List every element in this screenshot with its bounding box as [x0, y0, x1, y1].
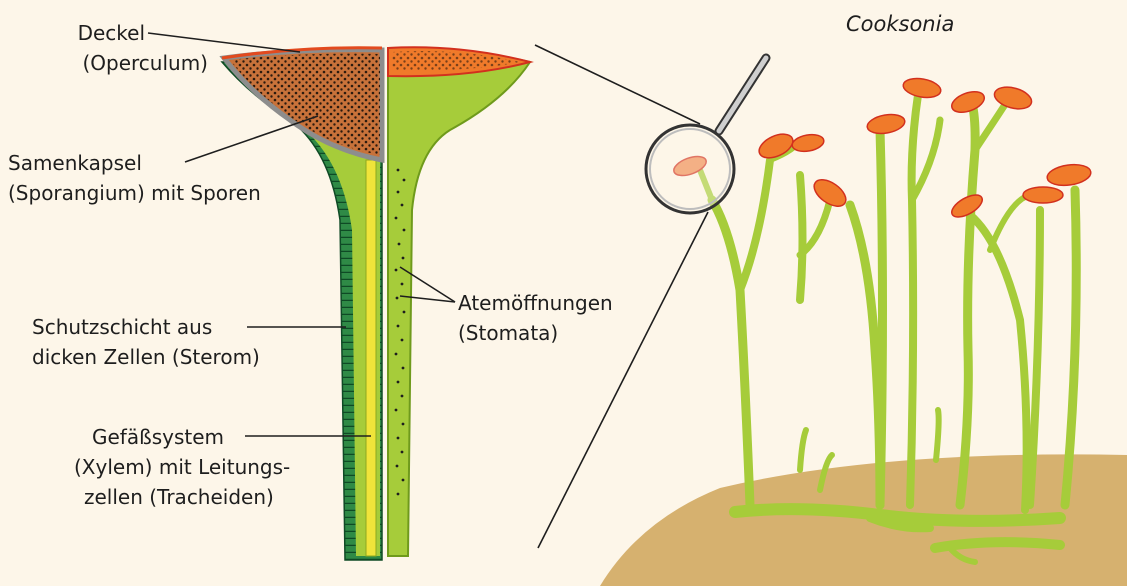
- spores: [230, 54, 380, 155]
- label-gefaess: Gefäßsystem(Xylem) mit Leitungs-zellen (…: [74, 425, 290, 509]
- label-atemoeffnungen: Atemöffnungen(Stomata): [458, 291, 613, 345]
- magnifier-icon: [646, 58, 766, 213]
- title-cooksonia: Cooksonia: [846, 12, 954, 36]
- leader-samenkapsel: [185, 116, 318, 162]
- leader-zoom-top: [535, 45, 700, 124]
- stems: [700, 95, 1076, 510]
- cross-section-left-half: [222, 48, 382, 560]
- xylem: [366, 160, 376, 556]
- label-deckel: Deckel(Operculum): [78, 21, 208, 75]
- leader-zoom-bottom: [538, 212, 708, 548]
- label-samenkapsel: Samenkapsel(Sporangium) mit Sporen: [8, 151, 261, 205]
- leader-deckel: [148, 33, 300, 52]
